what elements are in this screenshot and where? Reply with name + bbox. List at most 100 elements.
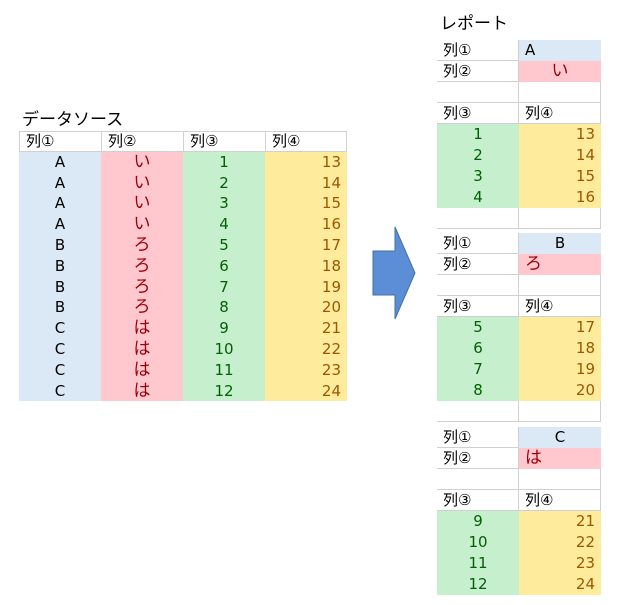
report-data-cell[interactable]: 7	[437, 359, 519, 380]
source-cell[interactable]: 10	[183, 338, 265, 360]
source-header-cell[interactable]: 列①	[19, 131, 101, 152]
report-value-cell[interactable]: C	[519, 427, 601, 448]
report-header-cell[interactable]: 列④	[519, 296, 601, 317]
source-cell[interactable]: 9	[183, 318, 265, 339]
source-header-cell[interactable]: 列③	[183, 131, 265, 152]
report-data-cell[interactable]: 2	[437, 145, 519, 166]
source-cell[interactable]: 19	[265, 276, 347, 298]
report-header-cell[interactable]: 列④	[519, 490, 601, 511]
source-cell[interactable]: 3	[183, 193, 265, 215]
source-cell[interactable]: 14	[265, 172, 347, 194]
report-data-cell[interactable]: 23	[519, 553, 601, 574]
report-header-cell[interactable]: 列④	[519, 103, 601, 124]
source-cell[interactable]: 21	[265, 318, 347, 339]
report-label-cell[interactable]: 列①	[437, 233, 519, 254]
report-data-cell[interactable]: 21	[519, 511, 601, 532]
source-cell[interactable]: C	[19, 338, 101, 360]
source-cell[interactable]: ろ	[101, 255, 183, 277]
report-data-cell[interactable]: 18	[519, 338, 601, 359]
report-value-cell[interactable]: は	[519, 448, 601, 469]
source-cell[interactable]: い	[101, 172, 183, 194]
source-cell[interactable]: B	[19, 234, 101, 256]
report-header-cell[interactable]: 列③	[437, 296, 519, 317]
source-cell[interactable]: C	[19, 318, 101, 339]
report-data-cell[interactable]: 11	[437, 553, 519, 574]
report-data-cell[interactable]: 15	[519, 166, 601, 187]
source-cell[interactable]: A	[19, 172, 101, 194]
source-cell[interactable]: 22	[265, 338, 347, 360]
source-cell[interactable]: B	[19, 276, 101, 298]
report-blank-cell[interactable]	[519, 401, 601, 422]
source-cell[interactable]: は	[101, 359, 183, 381]
source-cell[interactable]: ろ	[101, 234, 183, 256]
source-header-cell[interactable]: 列②	[101, 131, 183, 152]
source-cell[interactable]: 1	[183, 151, 265, 173]
source-cell[interactable]: 20	[265, 297, 347, 319]
source-cell[interactable]: 12	[183, 380, 265, 402]
source-cell[interactable]: ろ	[101, 276, 183, 298]
report-data-cell[interactable]: 16	[519, 187, 601, 208]
report-data-cell[interactable]: 1	[437, 124, 519, 145]
report-blank-cell[interactable]	[519, 208, 601, 229]
source-cell[interactable]: 8	[183, 297, 265, 319]
report-data-cell[interactable]: 12	[437, 574, 519, 595]
source-cell[interactable]: い	[101, 214, 183, 235]
report-data-cell[interactable]: 9	[437, 511, 519, 532]
report-data-cell[interactable]: 8	[437, 380, 519, 401]
report-blank-cell[interactable]	[437, 469, 519, 490]
report-blank-cell[interactable]	[519, 275, 601, 296]
report-blank-cell[interactable]	[437, 82, 519, 103]
source-cell[interactable]: い	[101, 193, 183, 215]
report-header-cell[interactable]: 列③	[437, 103, 519, 124]
source-header-cell[interactable]: 列④	[265, 131, 347, 152]
source-cell[interactable]: A	[19, 214, 101, 235]
report-blank-cell[interactable]	[519, 82, 601, 103]
source-cell[interactable]: B	[19, 297, 101, 319]
source-cell[interactable]: 13	[265, 151, 347, 173]
source-cell[interactable]: は	[101, 318, 183, 339]
report-blank-cell[interactable]	[437, 208, 519, 229]
source-cell[interactable]: 17	[265, 234, 347, 256]
report-value-cell[interactable]: い	[519, 61, 601, 82]
report-blank-cell[interactable]	[437, 275, 519, 296]
report-data-cell[interactable]: 20	[519, 380, 601, 401]
source-cell[interactable]: ろ	[101, 297, 183, 319]
source-cell[interactable]: 2	[183, 172, 265, 194]
report-header-cell[interactable]: 列③	[437, 490, 519, 511]
report-data-cell[interactable]: 17	[519, 317, 601, 338]
source-cell[interactable]: は	[101, 338, 183, 360]
report-value-cell[interactable]: ろ	[519, 254, 601, 275]
report-data-cell[interactable]: 3	[437, 166, 519, 187]
source-cell[interactable]: 5	[183, 234, 265, 256]
report-data-cell[interactable]: 13	[519, 124, 601, 145]
report-label-cell[interactable]: 列②	[437, 448, 519, 469]
report-data-cell[interactable]: 4	[437, 187, 519, 208]
report-blank-cell[interactable]	[437, 401, 519, 422]
source-cell[interactable]: 7	[183, 276, 265, 298]
report-blank-cell[interactable]	[519, 469, 601, 490]
report-data-cell[interactable]: 10	[437, 532, 519, 553]
report-label-cell[interactable]: 列②	[437, 254, 519, 275]
report-label-cell[interactable]: 列①	[437, 40, 519, 61]
report-data-cell[interactable]: 5	[437, 317, 519, 338]
report-value-cell[interactable]: B	[519, 233, 601, 254]
report-data-cell[interactable]: 19	[519, 359, 601, 380]
source-cell[interactable]: A	[19, 151, 101, 173]
source-cell[interactable]: A	[19, 193, 101, 215]
source-cell[interactable]: 24	[265, 380, 347, 402]
report-label-cell[interactable]: 列②	[437, 61, 519, 82]
report-data-cell[interactable]: 6	[437, 338, 519, 359]
source-cell[interactable]: C	[19, 359, 101, 381]
source-cell[interactable]: い	[101, 151, 183, 173]
source-cell[interactable]: 6	[183, 255, 265, 277]
source-cell[interactable]: 15	[265, 193, 347, 215]
source-cell[interactable]: 11	[183, 359, 265, 381]
source-cell[interactable]: 23	[265, 359, 347, 381]
report-value-cell[interactable]: A	[519, 40, 601, 61]
source-cell[interactable]: 18	[265, 255, 347, 277]
source-cell[interactable]: C	[19, 380, 101, 402]
report-label-cell[interactable]: 列①	[437, 427, 519, 448]
source-cell[interactable]: は	[101, 380, 183, 402]
source-cell[interactable]: 4	[183, 214, 265, 235]
report-data-cell[interactable]: 22	[519, 532, 601, 553]
